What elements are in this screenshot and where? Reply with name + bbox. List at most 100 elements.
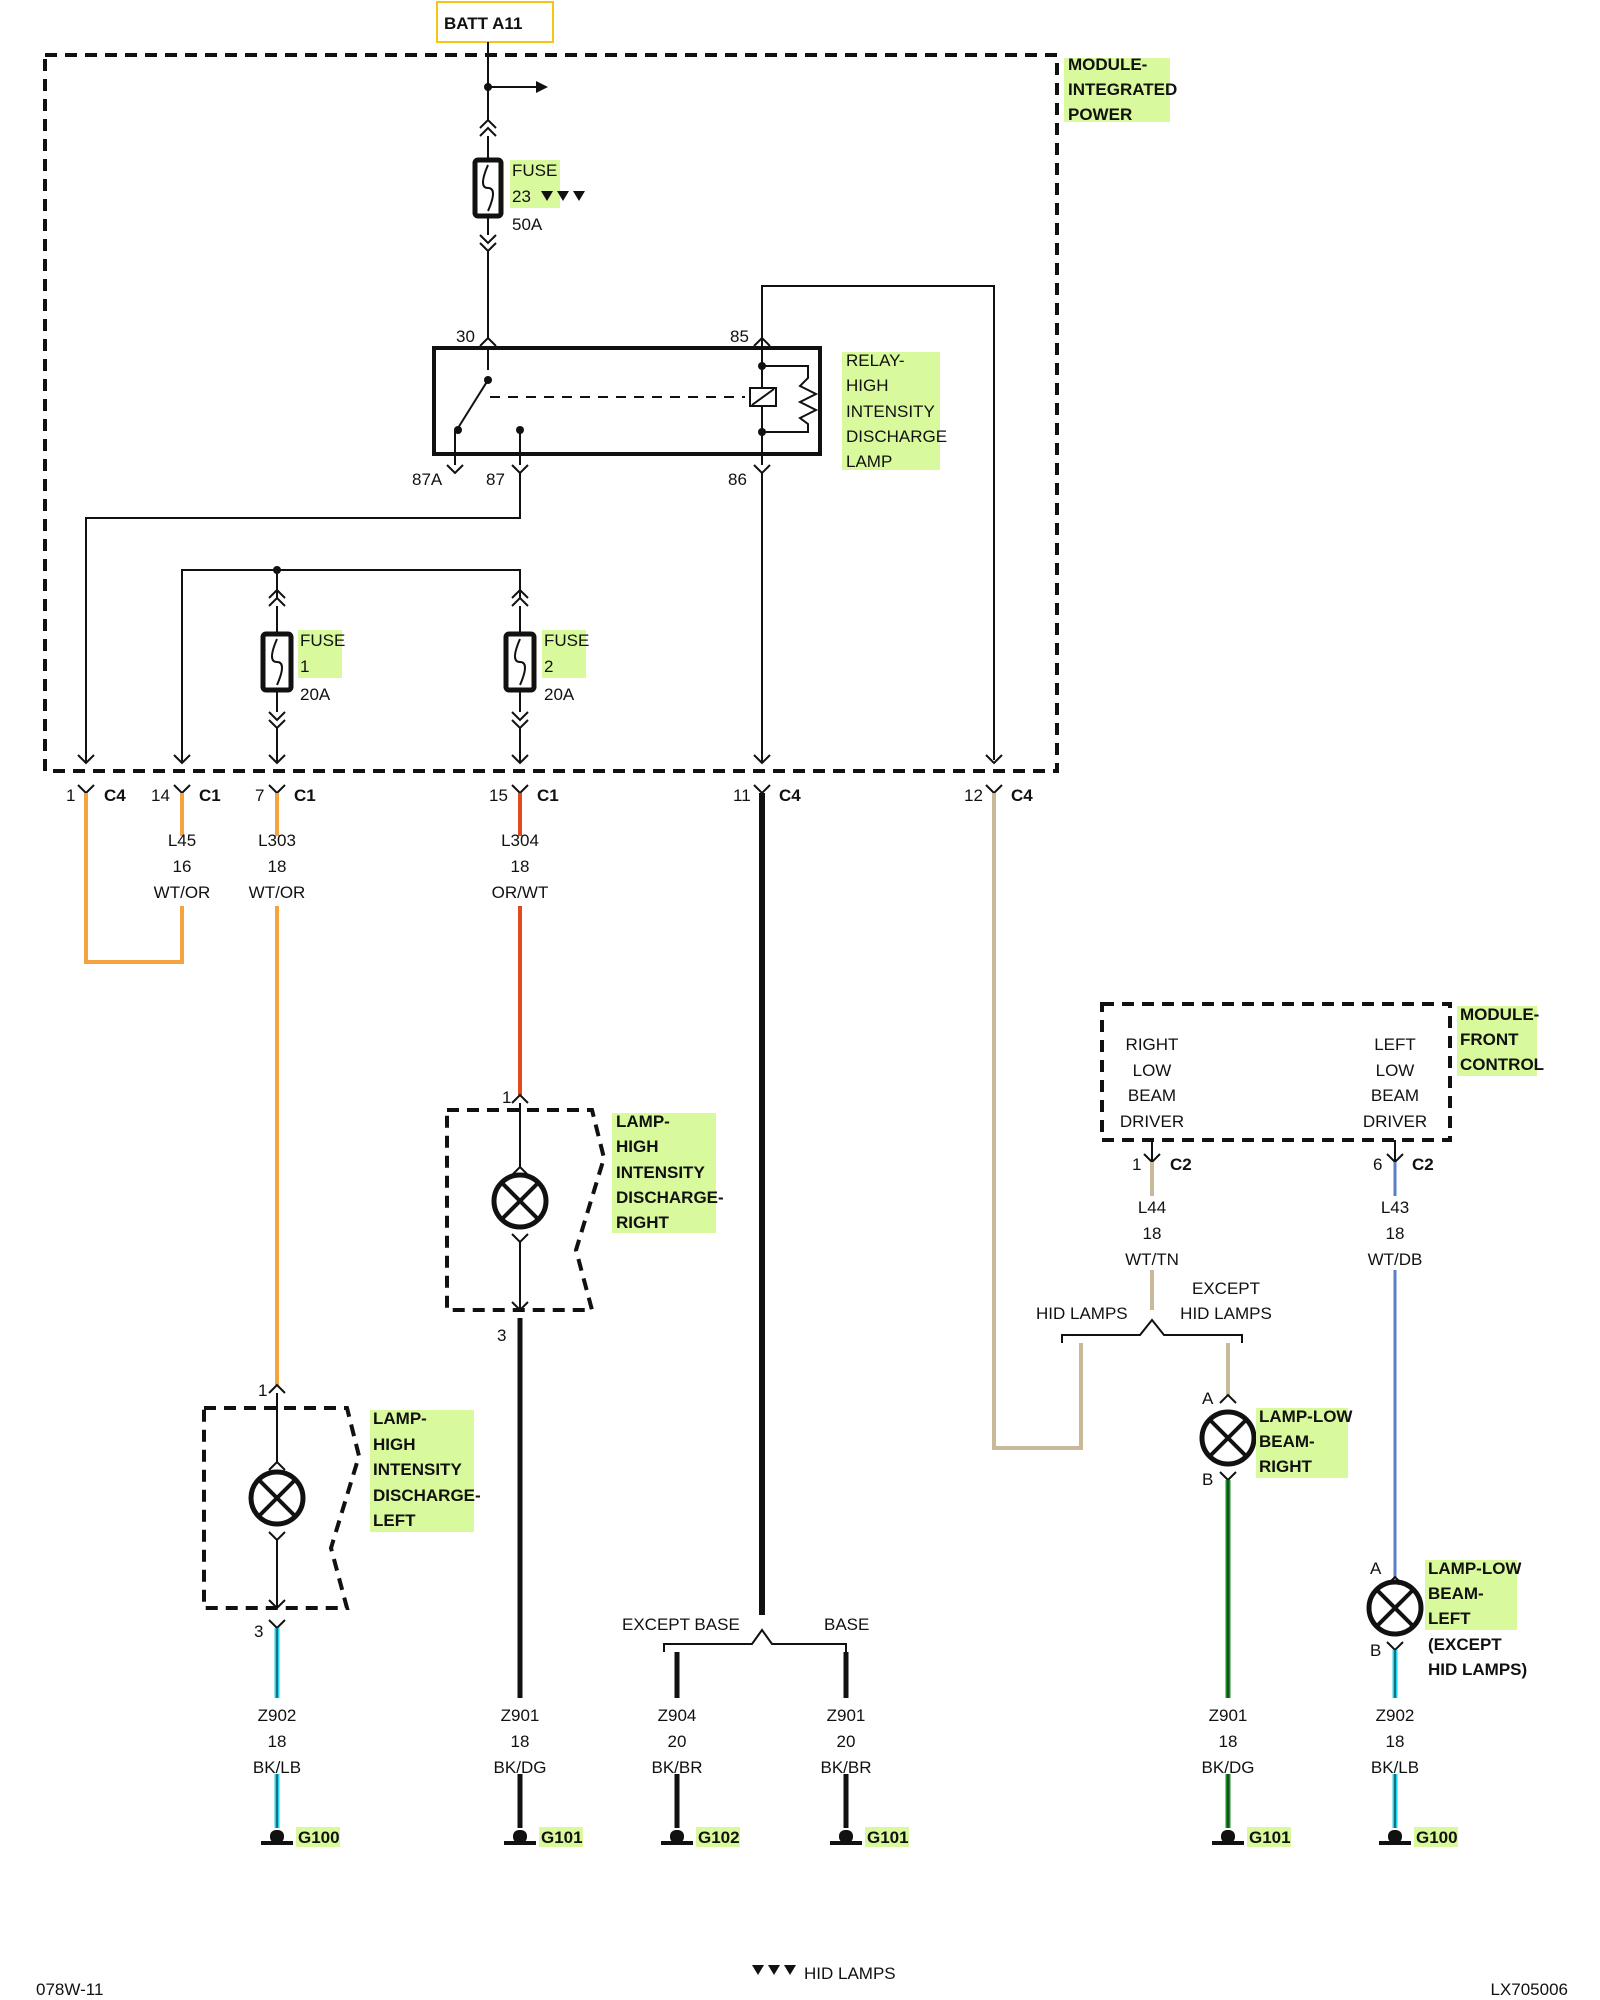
connector-c4-pin1: 1 C4 — [66, 784, 126, 805]
lamp-hid-right-pin-top: 1 — [502, 1088, 511, 1107]
lamp-hid-left-label-3: INTENSITY — [373, 1460, 462, 1479]
lamp-low-right-pin-a: A — [1202, 1389, 1214, 1408]
fuse-23-amp: 50A — [512, 215, 543, 234]
lamp-low-left-label-3: LEFT — [1428, 1609, 1471, 1628]
module-front-label-2: FRONT — [1460, 1030, 1519, 1049]
ground-g101-right-hid-icon — [504, 1830, 536, 1845]
svg-text:15: 15 — [489, 786, 508, 805]
lamp-hid-left-label-4: DISCHARGE- — [373, 1486, 481, 1505]
svg-text:11: 11 — [733, 786, 751, 805]
ground-g101-right-hid-label: G101 — [541, 1828, 583, 1847]
footer-left: 078W-11 — [36, 1980, 103, 1999]
svg-text:7: 7 — [255, 786, 264, 805]
battery-label: BATT A11 — [444, 14, 522, 33]
fuse-1-name: FUSE — [300, 631, 345, 650]
module-power-label-2: INTEGRATED — [1068, 80, 1177, 99]
left-driver-4: DRIVER — [1363, 1112, 1427, 1131]
relay-pin-86: 86 — [728, 470, 747, 489]
wire-l303-gauge: 18 — [268, 857, 287, 876]
lamp-hid-right-pin-bottom: 3 — [497, 1326, 506, 1345]
lamp-low-right-label-2: BEAM- — [1259, 1432, 1315, 1451]
module-power-label-3: POWER — [1068, 105, 1132, 124]
fuse-23-name: FUSE — [512, 161, 557, 180]
connector-c4-pin11: 11 C4 — [733, 784, 801, 805]
fuse-23-num: 23 — [512, 187, 531, 206]
wire-wt-tn-hid — [992, 793, 1083, 1450]
wire-l44-color: WT/TN — [1125, 1250, 1179, 1269]
fuse-2-amp: 20A — [544, 685, 575, 704]
svg-text:C1: C1 — [537, 786, 559, 805]
lamp-hid-left-label-1: LAMP- — [373, 1409, 427, 1428]
lamp-hid-right-label-1: LAMP- — [616, 1112, 670, 1131]
lamp-hid-right-label-2: HIGH — [616, 1137, 659, 1156]
ground-g100-left-label: G100 — [298, 1828, 340, 1847]
wire-l304-gauge: 18 — [511, 857, 530, 876]
lamp-hid-left — [202, 1383, 362, 1630]
lamp-low-left-pin-a: A — [1370, 1559, 1382, 1578]
wire-z902b-color: BK/LB — [1371, 1758, 1419, 1777]
connector-c1-pin7: 7 C1 — [255, 784, 316, 805]
svg-text:C1: C1 — [199, 786, 221, 805]
right-driver-3: BEAM — [1128, 1086, 1176, 1105]
wire-z904-id: Z904 — [658, 1706, 697, 1725]
lamp-hid-right — [445, 1093, 607, 1312]
wire-z901b-id: Z901 — [827, 1706, 866, 1725]
svg-text:C4: C4 — [104, 786, 126, 805]
lamp-hid-left-pin-bottom: 3 — [254, 1622, 263, 1641]
lamp-low-left-label-2: BEAM- — [1428, 1584, 1484, 1603]
wire-z901a-gauge: 18 — [511, 1732, 530, 1751]
wire-z902b-gauge: 18 — [1386, 1732, 1405, 1751]
wire-z901a-id: Z901 — [501, 1706, 540, 1725]
ground-g101-low-right-icon — [1212, 1830, 1244, 1845]
lamp-low-beam-right — [1199, 1393, 1257, 1482]
connector-c2-pin6: 6 C2 — [1373, 1153, 1434, 1174]
split-except-base: EXCEPT BASE — [622, 1615, 740, 1634]
relay-label-2: HIGH — [846, 376, 889, 395]
right-driver-1: RIGHT — [1126, 1035, 1179, 1054]
left-driver-2: LOW — [1376, 1061, 1415, 1080]
left-driver-1: LEFT — [1374, 1035, 1416, 1054]
wire-l304-color: OR/WT — [492, 883, 549, 902]
fuse-1-num: 1 — [300, 657, 309, 676]
wire-l303-id: L303 — [258, 831, 296, 850]
wire-l45-gauge: 16 — [173, 857, 192, 876]
relay-pin-85: 85 — [730, 327, 749, 346]
wire-z902a-gauge: 18 — [268, 1732, 287, 1751]
module-front-label-3: CONTROL — [1460, 1055, 1544, 1074]
footer-right: LX705006 — [1490, 1980, 1568, 1999]
module-front-control-boundary — [1100, 1002, 1452, 1142]
wire-z901c-gauge: 18 — [1219, 1732, 1238, 1751]
svg-text:C2: C2 — [1170, 1155, 1192, 1174]
relay-pin-87a: 87A — [412, 470, 443, 489]
lamp-hid-left-pin-top: 1 — [258, 1381, 267, 1400]
wire-l45-id: L45 — [168, 831, 196, 850]
lamp-low-beam-left — [1366, 1575, 1424, 1652]
wire-l304-id: L304 — [501, 831, 539, 850]
relay-label-4: DISCHARGE — [846, 427, 947, 446]
wire-z902a-id: Z902 — [258, 1706, 297, 1725]
wire-z904-gauge: 20 — [668, 1732, 687, 1751]
lamp-low-right-label-3: RIGHT — [1259, 1457, 1313, 1476]
lamp-hid-right-label-4: DISCHARGE- — [616, 1188, 724, 1207]
connector-c1-pin14: 14 C1 — [151, 784, 221, 805]
connector-c4-pin12: 12 C4 — [964, 784, 1033, 805]
ground-g101-base-icon — [830, 1830, 862, 1845]
wire-z901b-gauge: 20 — [837, 1732, 856, 1751]
lamp-low-right-label-1: LAMP-LOW — [1259, 1407, 1353, 1426]
wire-z902a-color: BK/LB — [253, 1758, 301, 1777]
svg-text:C4: C4 — [779, 786, 801, 805]
svg-text:C4: C4 — [1011, 786, 1033, 805]
wire-l44-id: L44 — [1138, 1198, 1166, 1217]
lamp-hid-left-label-5: LEFT — [373, 1511, 416, 1530]
right-driver-4: DRIVER — [1120, 1112, 1184, 1131]
left-driver-3: BEAM — [1371, 1086, 1419, 1105]
wire-l43-id: L43 — [1381, 1198, 1409, 1217]
split-hid-lamps: HID LAMPS — [1036, 1304, 1128, 1323]
wire-l303-color: WT/OR — [249, 883, 306, 902]
svg-text:1: 1 — [1132, 1155, 1141, 1174]
lamp-low-right-pin-b: B — [1202, 1470, 1213, 1489]
hid-triangles-icon — [541, 191, 585, 201]
wire-l44-gauge: 18 — [1143, 1224, 1162, 1243]
fuse-1 — [260, 631, 294, 693]
